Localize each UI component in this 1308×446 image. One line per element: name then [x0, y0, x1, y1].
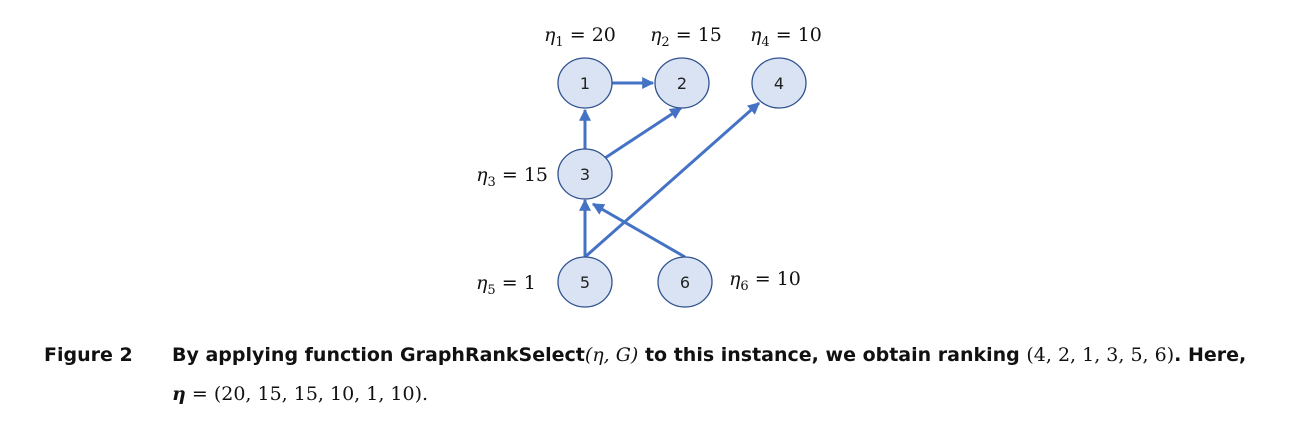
node-3-label: 3: [580, 165, 590, 184]
edge-5-to-4: [584, 101, 760, 259]
eta-5-label: η5 = 1: [476, 272, 536, 298]
caption-eta-equals: =: [185, 383, 214, 405]
node-5: 5: [557, 256, 613, 308]
node-1-label: 1: [580, 74, 590, 93]
edge-3-to-2: [604, 106, 683, 160]
node-6: 6: [657, 256, 713, 308]
caption-eta-vector: (20, 15, 15, 10, 1, 10): [213, 383, 423, 405]
eta-4-label: η4 = 10: [750, 24, 822, 50]
node-2: 2: [654, 57, 710, 109]
caption-text-middle: to this instance, we obtain ranking: [638, 344, 1027, 366]
eta-2-label: η2 = 15: [650, 24, 722, 50]
node-4-label: 4: [774, 74, 784, 93]
eta-6-label: η6 = 10: [729, 268, 801, 294]
eta-1-label: η1 = 20: [544, 24, 616, 50]
node-1: 1: [557, 57, 613, 109]
caption-period: .: [422, 383, 429, 405]
node-3: 3: [557, 148, 613, 200]
caption-text-line-1: By applying function GraphRankSelect(η, …: [172, 344, 1246, 366]
node-6-label: 6: [680, 273, 690, 292]
caption-func-args: (η, G): [584, 344, 639, 366]
node-2-label: 2: [677, 74, 687, 93]
caption-eta-symbol: η: [172, 383, 186, 405]
figure-label: Figure 2: [44, 344, 133, 366]
caption-text-line-2: η = (20, 15, 15, 10, 1, 10).: [172, 383, 428, 405]
node-4: 4: [751, 57, 807, 109]
caption-text-before: By applying function GraphRankSelect: [172, 344, 585, 366]
node-5-label: 5: [580, 273, 590, 292]
caption-line-1: Figure 2: [44, 344, 133, 366]
caption-text-after: . Here,: [1174, 344, 1247, 366]
edge-6-to-3: [591, 202, 686, 259]
eta-3-label: η3 = 15: [476, 164, 548, 190]
caption-ranking: (4, 2, 1, 3, 5, 6): [1026, 344, 1175, 366]
graph-diagram: 1 2 4 3 5 6 η1 = 20 η2 = 15 η4 = 10 η3 =…: [476, 24, 822, 308]
